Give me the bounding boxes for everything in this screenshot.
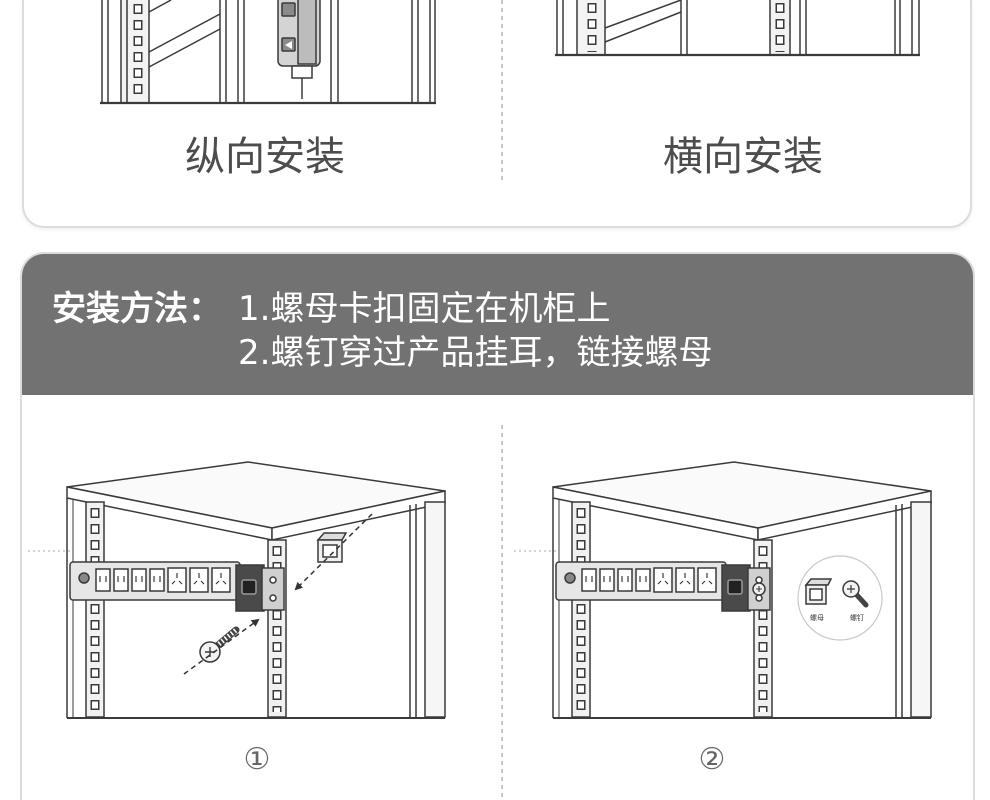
install-method-card: 安装方法： 1.螺母卡扣固定在机柜上 2.螺钉穿过产品挂耳，链接螺母	[20, 252, 975, 800]
install-step-2: 2.螺钉穿过产品挂耳，链接螺母	[238, 333, 713, 373]
horizontal-install-label: 横向安装	[663, 134, 823, 180]
install-step-1: 1.螺母卡扣固定在机柜上	[238, 289, 611, 329]
step-2-marker: ②	[698, 742, 726, 777]
step-1-marker: ①	[243, 742, 271, 777]
install-method-header	[22, 254, 973, 395]
install-method-title: 安装方法：	[52, 289, 222, 329]
install-orientation-card	[22, 0, 972, 228]
vertical-install-label: 纵向安装	[185, 134, 345, 180]
